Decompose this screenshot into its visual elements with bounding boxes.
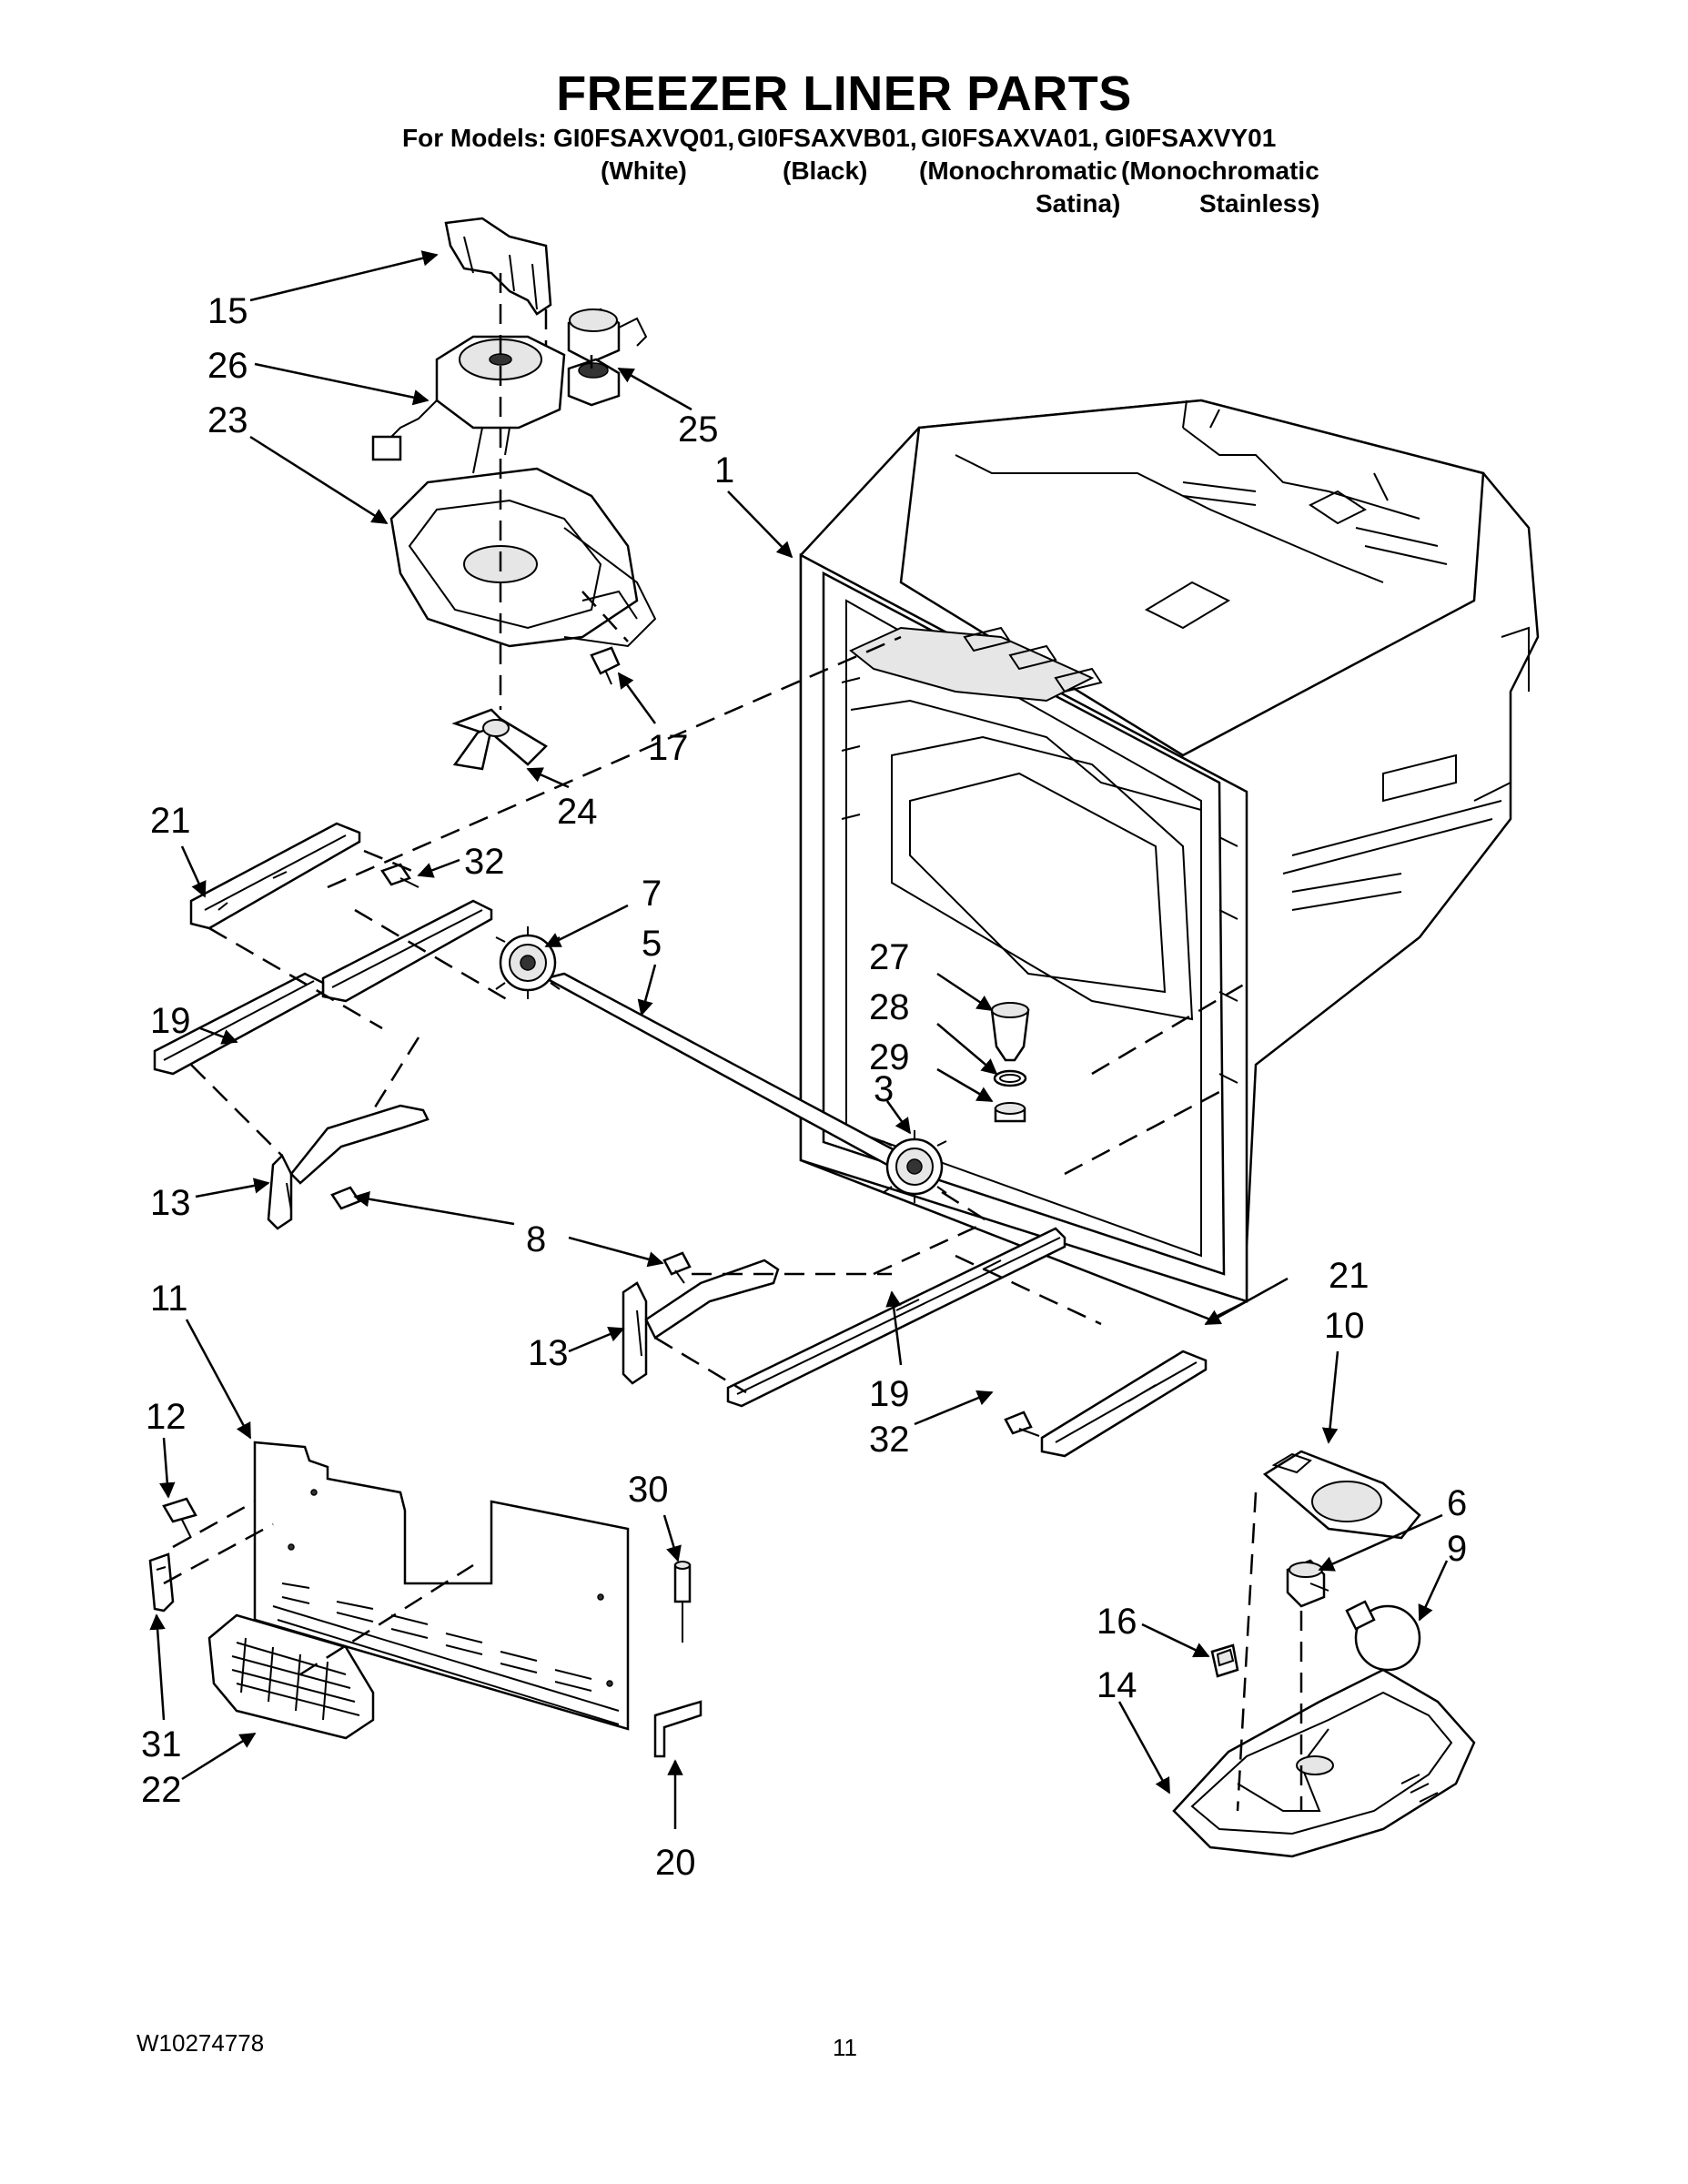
damper-parts xyxy=(990,1002,1030,1123)
callout-10: 10 xyxy=(1324,1306,1365,1346)
model-color-satina-line1: (Monochromatic xyxy=(919,157,1117,185)
callout-28: 28 xyxy=(869,987,910,1027)
callout-20: 20 xyxy=(655,1843,696,1883)
light-housing-assembly xyxy=(1172,1450,1476,1858)
callout-5: 5 xyxy=(642,924,662,964)
callout-numbers: 15 26 23 25 1 17 24 21 32 7 5 19 27 28 2… xyxy=(141,291,1467,1883)
callout-7: 7 xyxy=(642,874,662,914)
page-title: FREEZER LINER PARTS xyxy=(556,66,1132,121)
page-number: 11 xyxy=(833,2034,857,2061)
model-number-satina: GI0FSAXVA01, xyxy=(921,124,1099,152)
model-number-white: GI0FSAXVQ01, xyxy=(553,124,735,152)
callout-32-left: 32 xyxy=(464,842,505,882)
right-slide-assembly xyxy=(622,981,1248,1458)
model-color-black: (Black) xyxy=(783,157,868,185)
callout-21-left: 21 xyxy=(150,801,191,841)
callout-leaders xyxy=(149,250,1449,1829)
model-number-black: GI0FSAXVB01, xyxy=(737,124,917,152)
callout-29: 29 xyxy=(869,1037,910,1077)
callout-6: 6 xyxy=(1447,1483,1467,1523)
callout-15: 15 xyxy=(207,291,248,331)
callout-3: 3 xyxy=(874,1069,894,1109)
models-prefix: For Models: xyxy=(402,124,547,152)
callout-19-right: 19 xyxy=(869,1374,910,1414)
drawer-pinion-assembly xyxy=(495,926,993,1226)
callout-27: 27 xyxy=(869,937,910,977)
callout-11: 11 xyxy=(150,1279,188,1319)
callout-23: 23 xyxy=(207,400,248,440)
evaporator-fan-assembly xyxy=(371,217,657,771)
document-number: W10274778 xyxy=(136,2029,265,2057)
callout-16: 16 xyxy=(1097,1602,1137,1642)
pinion-gear-right xyxy=(882,1130,947,1203)
callout-21-right: 21 xyxy=(1329,1256,1370,1296)
callout-12: 12 xyxy=(146,1397,187,1437)
model-color-stainless-line1: (Monochromatic xyxy=(1121,157,1319,185)
callout-32-right: 32 xyxy=(869,1420,910,1460)
model-number-stainless: GI0FSAXVY01 xyxy=(1105,124,1277,152)
model-color-satina-line2: Satina) xyxy=(1036,189,1121,217)
callout-26: 26 xyxy=(207,346,248,386)
callout-13-left: 13 xyxy=(150,1183,191,1223)
model-color-white: (White) xyxy=(601,157,687,185)
callout-31: 31 xyxy=(141,1724,182,1764)
callout-1: 1 xyxy=(714,450,734,490)
callout-25: 25 xyxy=(678,410,719,450)
callout-8: 8 xyxy=(526,1219,546,1259)
callout-30: 30 xyxy=(628,1470,669,1510)
callout-22: 22 xyxy=(141,1770,182,1810)
callout-14: 14 xyxy=(1097,1665,1137,1705)
model-color-stainless-line2: Stainless) xyxy=(1199,189,1320,217)
callout-19-left: 19 xyxy=(150,1001,191,1041)
pinion-gear-left xyxy=(495,926,561,999)
callout-24: 24 xyxy=(557,792,598,832)
rear-panel-assembly xyxy=(148,1441,702,1758)
callout-13-right: 13 xyxy=(528,1333,569,1373)
left-slide-assembly xyxy=(153,635,902,1230)
callout-9: 9 xyxy=(1447,1529,1467,1569)
callout-17: 17 xyxy=(648,728,689,768)
